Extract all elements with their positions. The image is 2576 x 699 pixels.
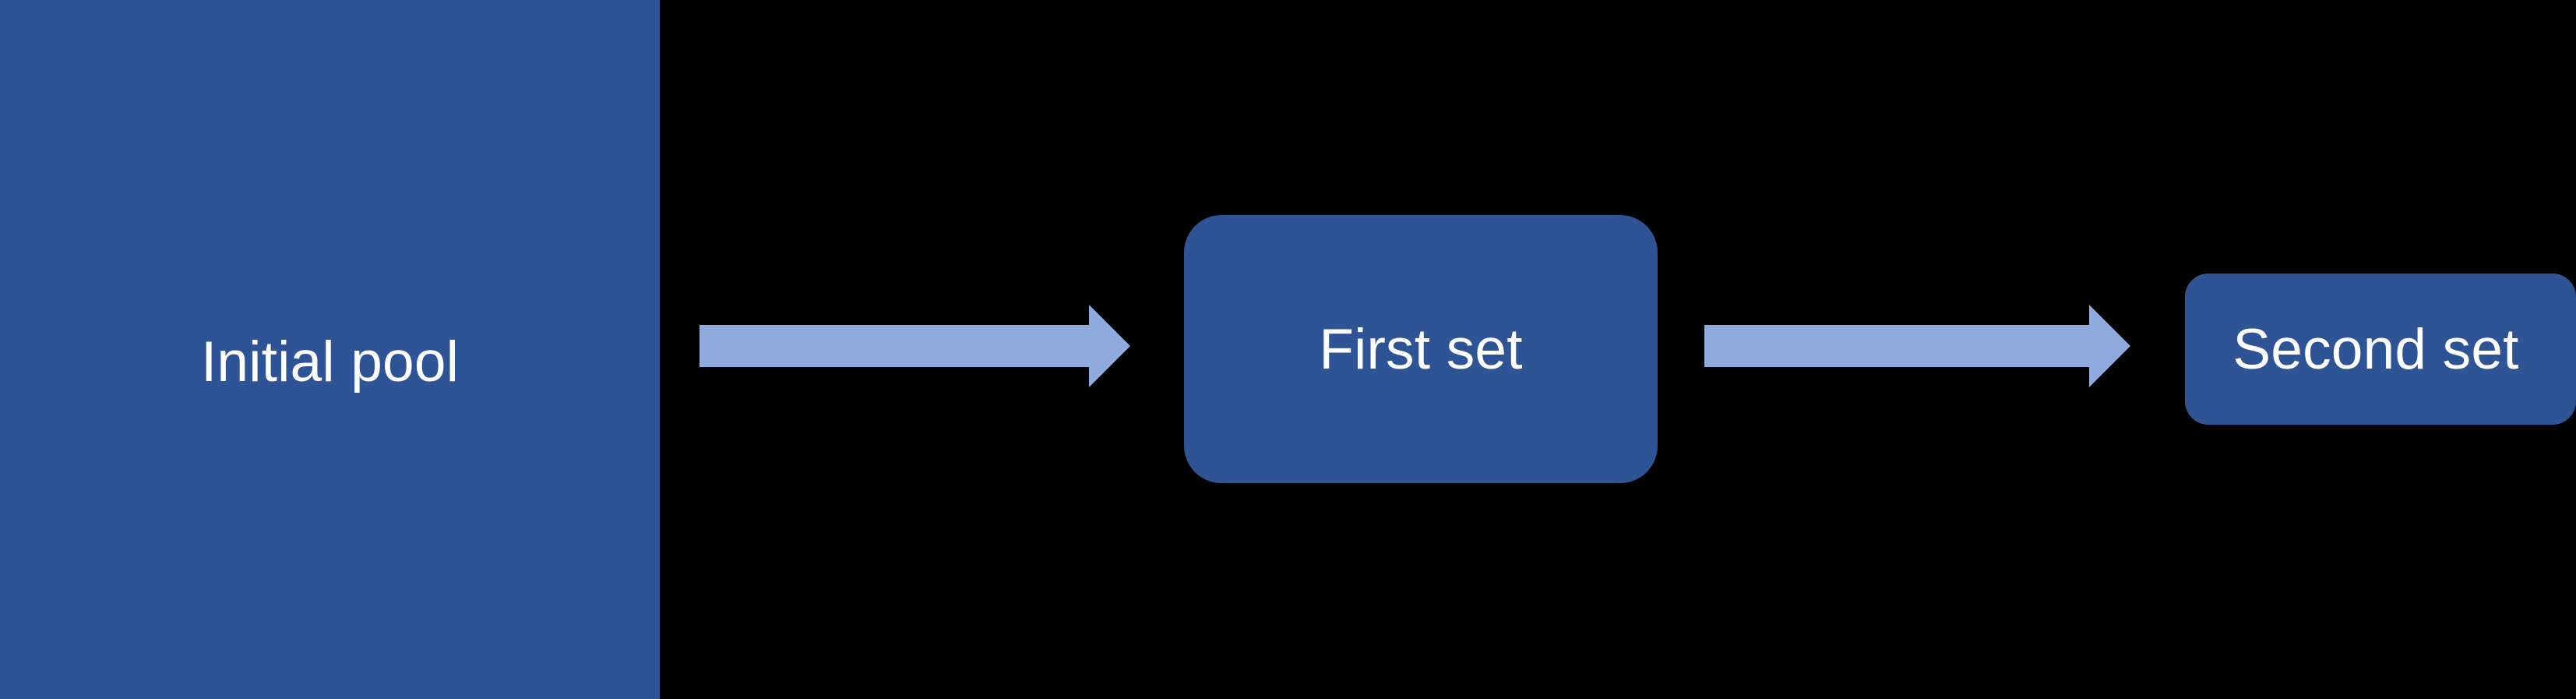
node-second-set-label: Second set — [2232, 317, 2519, 381]
arrow-right-icon-first-to-second — [1704, 305, 2130, 387]
node-first-set-label: First set — [1319, 317, 1523, 381]
node-first-set[interactable]: First set — [1184, 215, 1658, 483]
node-initial-pool[interactable]: Initial pool — [0, 0, 660, 699]
node-second-set[interactable]: Second set — [2185, 274, 2576, 425]
arrow-shape — [700, 305, 1130, 387]
node-initial-pool-label: Initial pool — [200, 330, 460, 394]
arrow-right-icon-initial-to-first — [700, 305, 1130, 387]
arrow-shape — [1704, 305, 2130, 387]
